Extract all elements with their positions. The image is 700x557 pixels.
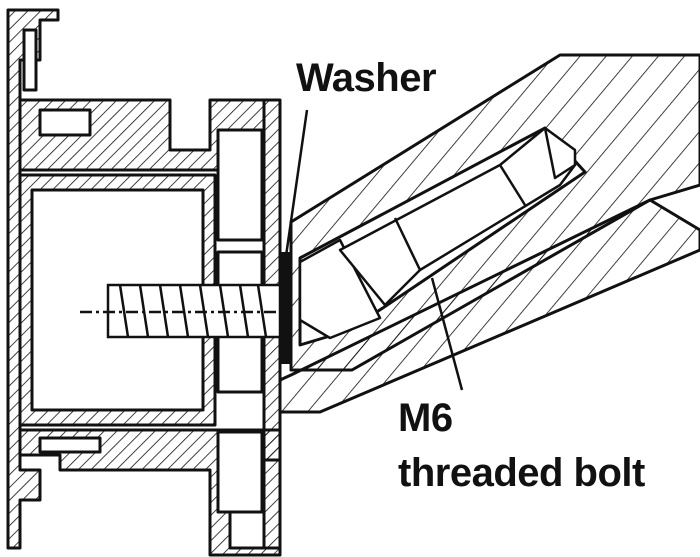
member-lower-wall bbox=[278, 198, 700, 414]
threaded-bolt-label: threaded bolt bbox=[398, 451, 645, 495]
screw-threads bbox=[118, 284, 268, 338]
bolt-tip bbox=[543, 126, 577, 180]
profile-top-clip bbox=[22, 28, 38, 92]
profile-chamber-low bbox=[216, 430, 264, 514]
bolt-leader-line bbox=[430, 277, 464, 391]
profile-inner-frame bbox=[18, 173, 217, 427]
profile-chamber-top bbox=[216, 128, 264, 242]
bolt-band-2 bbox=[393, 217, 422, 271]
m6-label: M6 bbox=[398, 396, 453, 440]
bolt-nut bbox=[298, 238, 382, 340]
bolt-body bbox=[338, 126, 577, 307]
bolt-band bbox=[498, 164, 527, 206]
profile-bottom-slot bbox=[38, 436, 102, 454]
threaded-screw bbox=[80, 283, 285, 339]
m6-bolt bbox=[298, 126, 577, 340]
washer-leader-line bbox=[284, 109, 309, 257]
washer-label: Washer bbox=[296, 56, 437, 100]
profile-left-wall bbox=[6, 8, 60, 550]
profile-top-slot bbox=[38, 108, 92, 137]
aluminium-profile bbox=[6, 8, 282, 557]
angled-member bbox=[278, 53, 700, 414]
washer-shape bbox=[279, 252, 291, 364]
